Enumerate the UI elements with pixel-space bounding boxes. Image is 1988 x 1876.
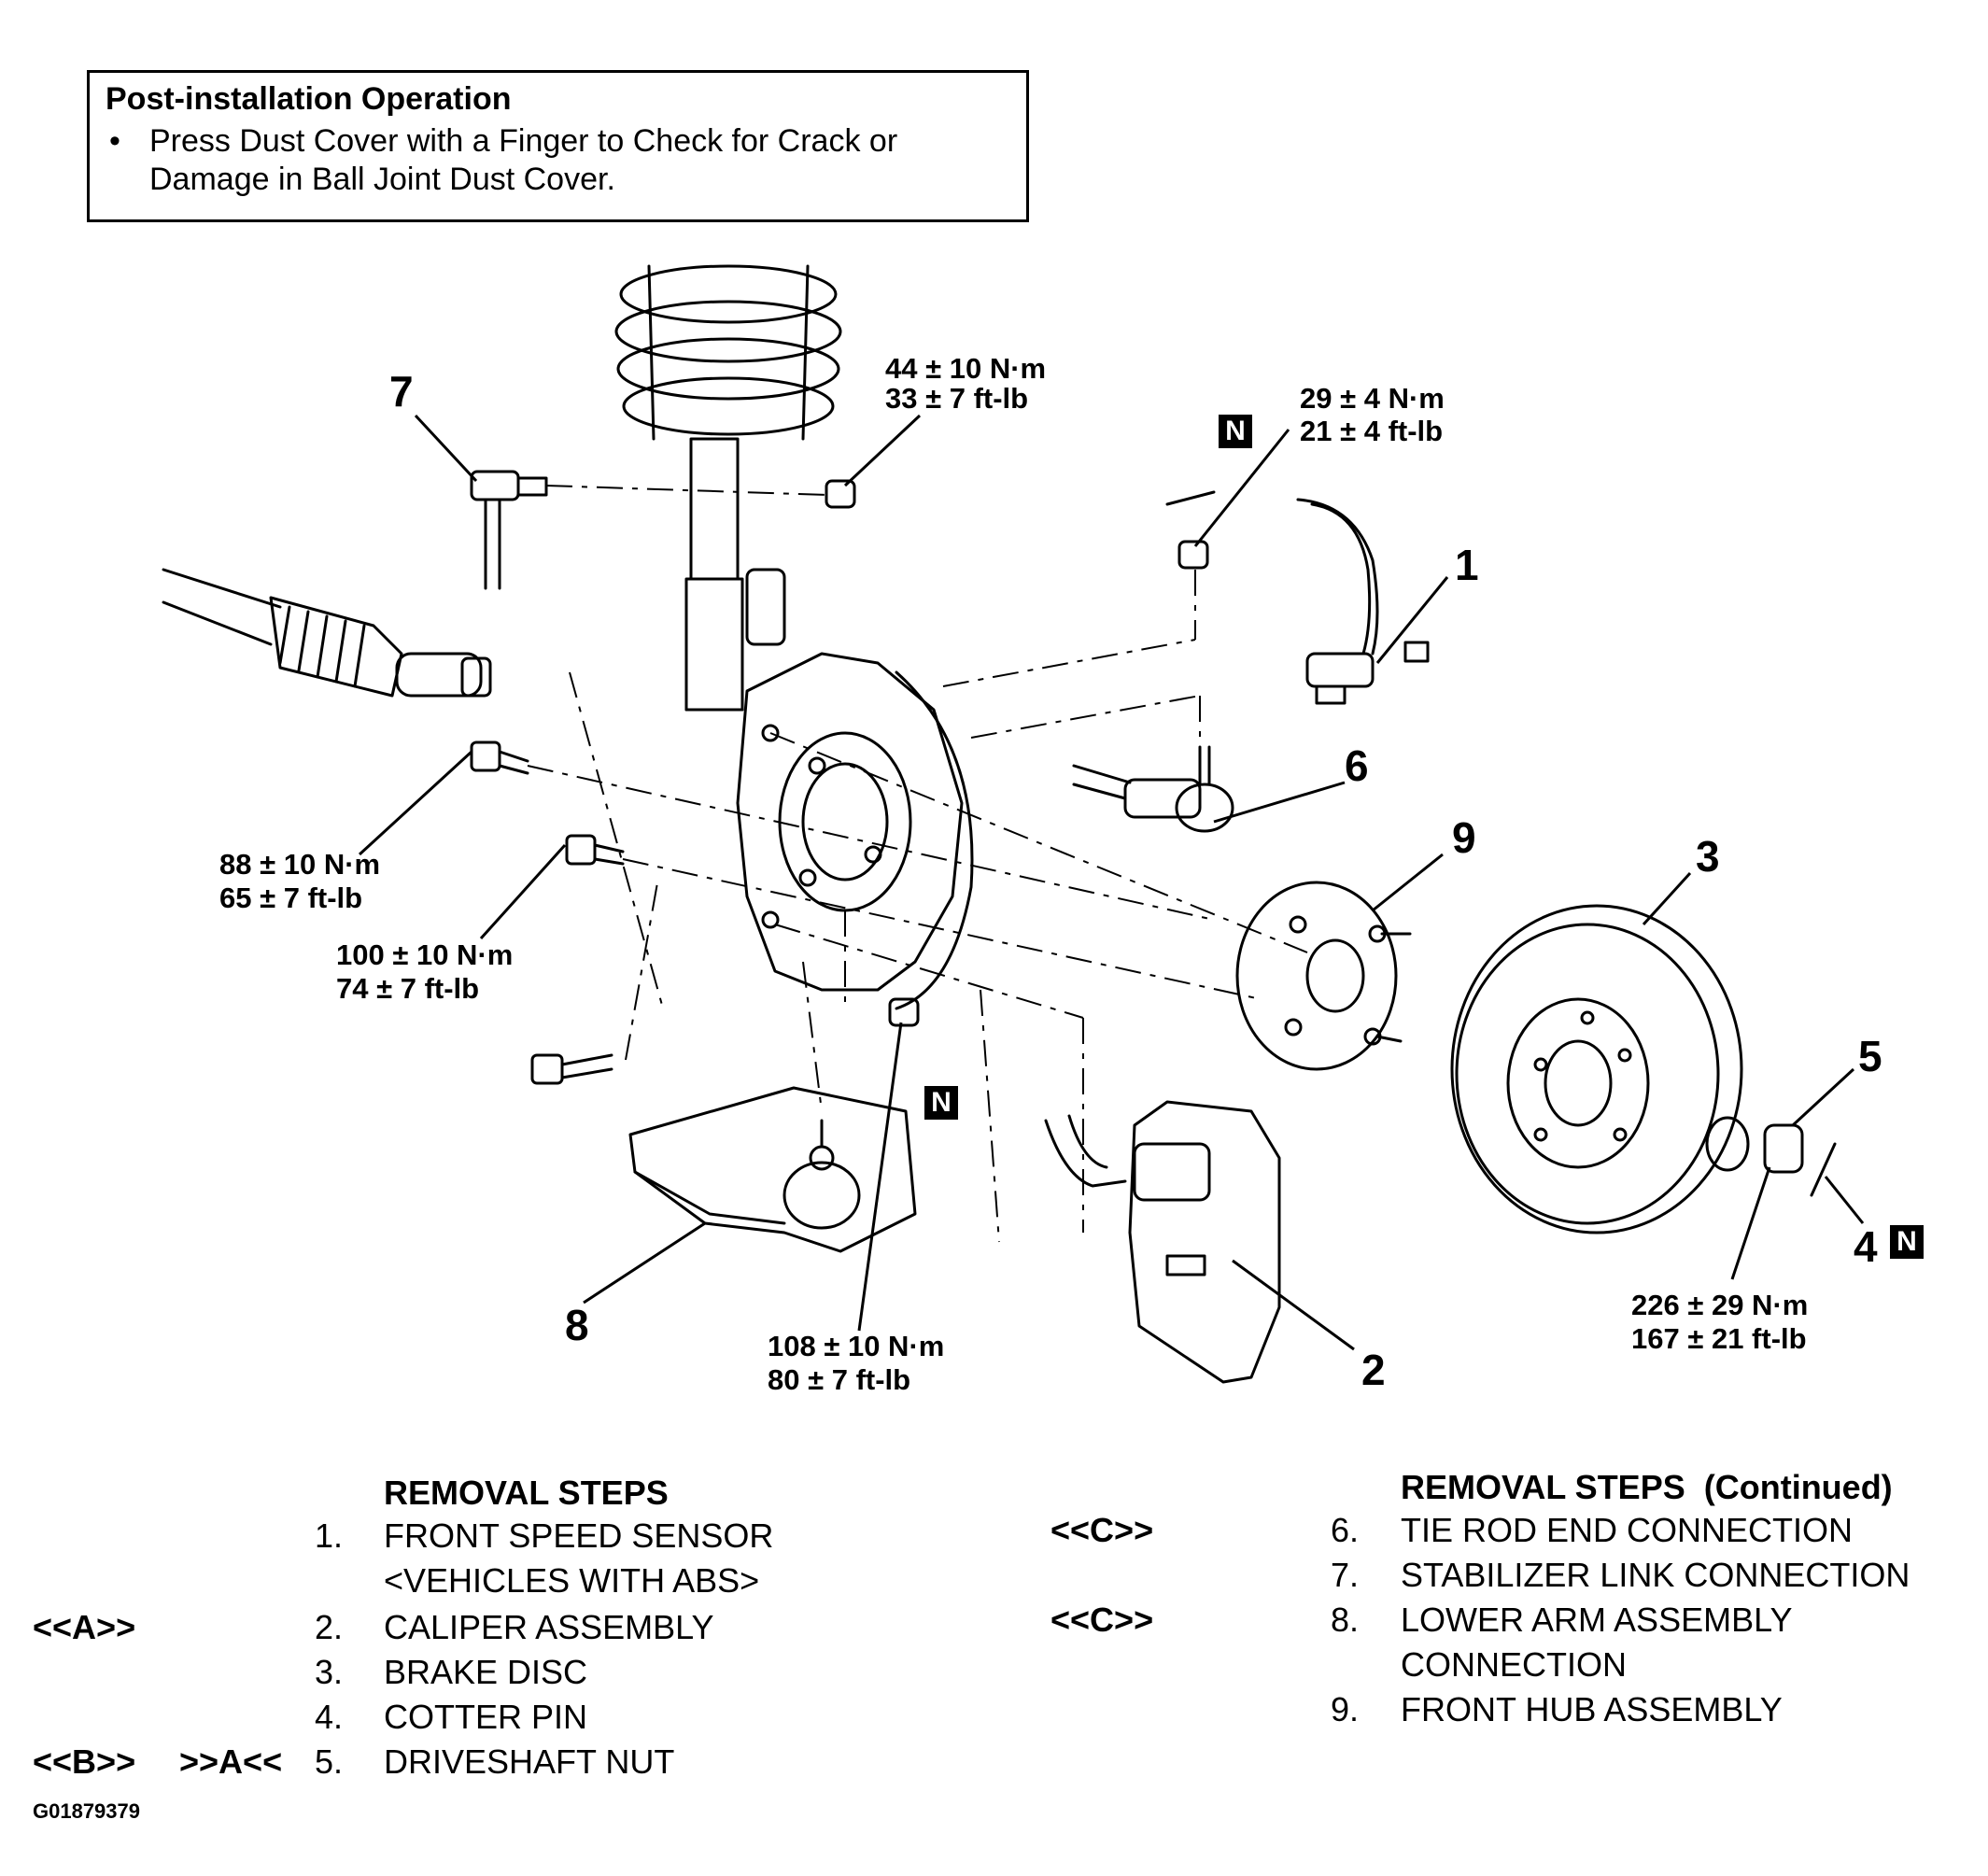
step-text: TIE ROD END CONNECTION — [1401, 1511, 1854, 1549]
heading-text: REMOVAL STEPS — [1401, 1468, 1685, 1506]
strut-assembly — [684, 437, 786, 712]
step-number: 3. — [315, 1653, 344, 1691]
coil-spring — [614, 264, 842, 441]
step-text: COTTER PIN — [384, 1698, 588, 1736]
figure-id: G01879379 — [33, 1799, 140, 1823]
note-title: Post-installation Operation — [106, 81, 512, 117]
step-installation-tag: >>A<< — [179, 1742, 283, 1781]
torque-lower-bolt-ftlb: 74 ± 7 ft-lb — [336, 972, 480, 1005]
steering-knuckle — [736, 652, 974, 1010]
step-number: 8. — [1331, 1601, 1360, 1639]
removal-steps-heading: REMOVAL STEPS — [384, 1474, 669, 1512]
step-procedure-tag: <<C>> — [1050, 1601, 1154, 1639]
brake-disc — [1450, 904, 1743, 1234]
callout-5: 5 — [1858, 1032, 1882, 1080]
step-text-continued: CONNECTION — [1401, 1645, 1627, 1684]
step-number: 4. — [315, 1698, 344, 1736]
lower-arm — [628, 1086, 917, 1253]
torque-driveshaft-nut-nm: 226 ± 29 N·m — [1631, 1289, 1809, 1321]
brake-caliper — [1044, 1100, 1281, 1384]
cotter-pin — [1810, 1142, 1837, 1197]
step-text: CALIPER ASSEMBLY — [384, 1608, 714, 1646]
step-procedure-tag: <<C>> — [1050, 1511, 1154, 1549]
post-installation-note-box — [87, 70, 1029, 222]
step-text: DRIVESHAFT NUT — [384, 1742, 675, 1781]
torque-strut-nut-ftlb: 33 ± 7 ft-lb — [885, 382, 1029, 415]
torque-ball-joint-nut-ftlb: 80 ± 7 ft-lb — [768, 1363, 911, 1396]
removal-steps-continued-heading: REMOVAL STEPS (Continued) — [1401, 1468, 1893, 1507]
step-text: FRONT SPEED SENSOR — [384, 1516, 774, 1555]
lower-knuckle-bolt — [565, 834, 625, 866]
torque-upper-bolt-ftlb: 65 ± 7 ft-lb — [219, 882, 363, 914]
callout-9: 9 — [1452, 813, 1476, 862]
drive-shaft — [162, 568, 492, 698]
step-text: STABILIZER LINK CONNECTION — [1401, 1556, 1910, 1594]
tierod-castle-nut — [1177, 540, 1209, 570]
callout-3: 3 — [1696, 832, 1720, 881]
speed-sensor — [1296, 498, 1430, 705]
step-number: 9. — [1331, 1690, 1360, 1728]
stabilizer-link — [470, 470, 548, 590]
step-number: 5. — [315, 1742, 344, 1781]
torque-lower-bolt-nm: 100 ± 10 N·m — [336, 938, 514, 971]
step-text: LOWER ARM ASSEMBLY — [1401, 1601, 1793, 1639]
step-number: 2. — [315, 1608, 344, 1646]
ball-joint-nut — [888, 997, 920, 1027]
torque-tierod-nut-nm: 29 ± 4 N·m — [1300, 382, 1445, 415]
strut-nut — [825, 479, 856, 509]
callout-4: 4 — [1854, 1222, 1878, 1271]
torque-tierod-nut-ftlb: 21 ± 4 ft-lb — [1300, 415, 1444, 447]
step-procedure-tag: <<B>> — [33, 1742, 136, 1781]
spare-bolt — [530, 1053, 613, 1085]
tie-rod-end — [1072, 745, 1234, 833]
step-text-continued: <VEHICLES WITH ABS> — [384, 1561, 760, 1600]
step-text: FRONT HUB ASSEMBLY — [1401, 1690, 1783, 1728]
front-hub — [1235, 881, 1412, 1071]
heading-suffix: (Continued) — [1703, 1468, 1893, 1506]
note-line-2: Damage in Ball Joint Dust Cover. — [149, 162, 615, 197]
driveshaft-nut — [1763, 1123, 1804, 1174]
n-mark-cotter-pin: N — [1219, 415, 1252, 448]
callout-8: 8 — [565, 1301, 589, 1349]
note-line-1: Press Dust Cover with a Finger to Check … — [149, 123, 898, 159]
torque-driveshaft-nut-ftlb: 167 ± 21 ft-lb — [1631, 1322, 1807, 1355]
torque-upper-bolt-nm: 88 ± 10 N·m — [219, 848, 381, 881]
upper-knuckle-bolt — [470, 741, 529, 775]
tierod-cotter-pin — [1165, 490, 1216, 506]
torque-ball-joint-nut-nm: 108 ± 10 N·m — [768, 1330, 945, 1362]
step-procedure-tag: <<A>> — [33, 1608, 136, 1646]
torque-strut-nut-nm: 44 ± 10 N·m — [885, 352, 1047, 385]
n-mark-cotter-pin-4: N — [1890, 1225, 1924, 1259]
washer — [1705, 1116, 1750, 1172]
step-text: BRAKE DISC — [384, 1653, 588, 1691]
n-mark-ball-joint-nut: N — [924, 1086, 958, 1120]
note-bullet: • — [109, 123, 120, 159]
callout-6: 6 — [1345, 741, 1369, 790]
callout-2: 2 — [1361, 1346, 1386, 1394]
step-number: 6. — [1331, 1511, 1360, 1549]
step-number: 1. — [315, 1516, 344, 1555]
callout-1: 1 — [1455, 541, 1479, 589]
step-number: 7. — [1331, 1556, 1360, 1594]
callout-7: 7 — [389, 367, 414, 416]
